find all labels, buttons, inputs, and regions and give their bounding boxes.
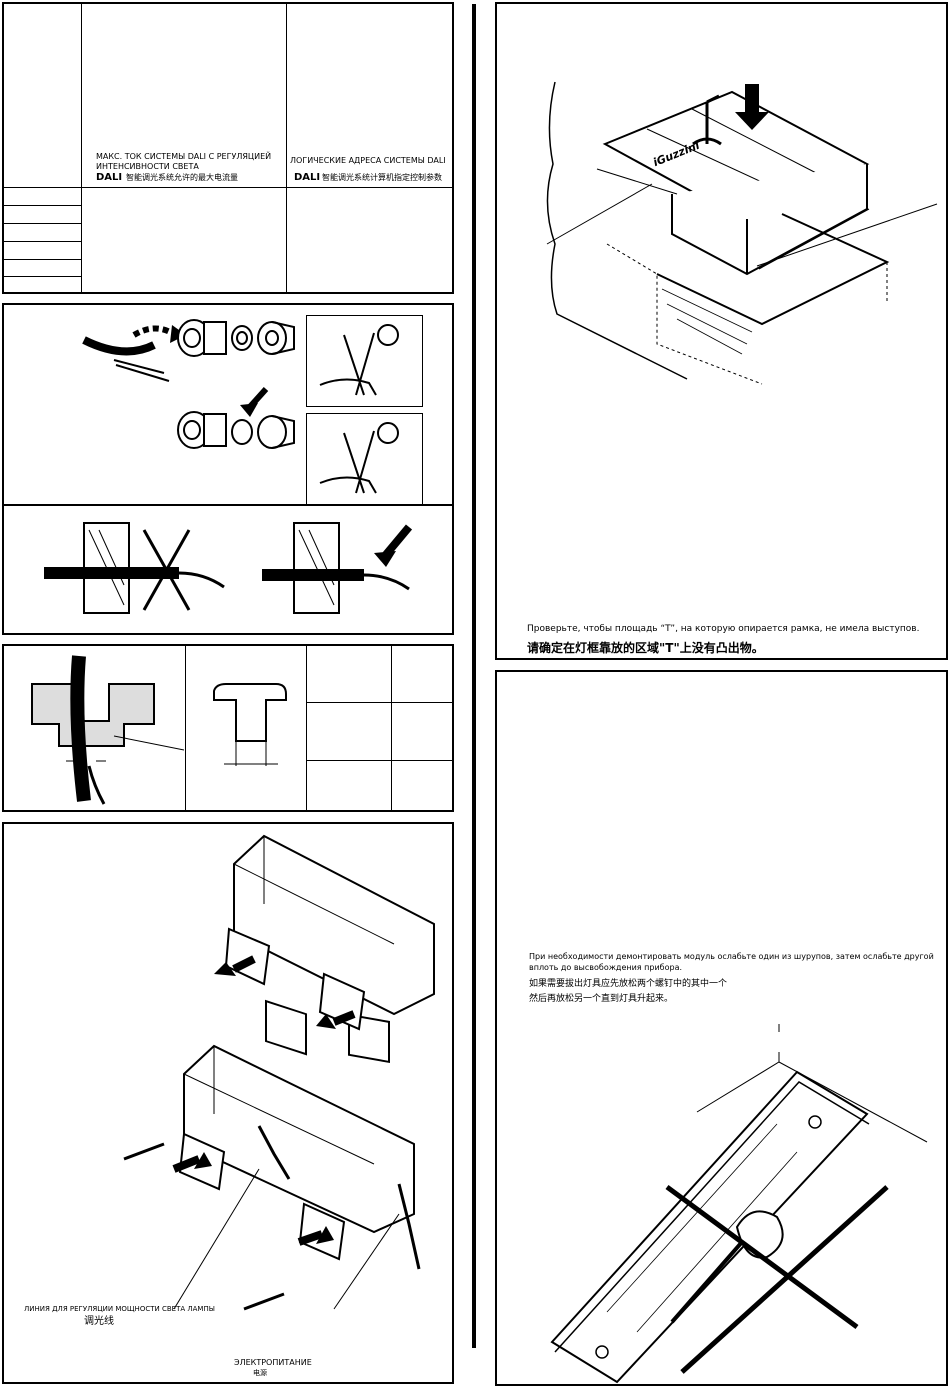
panel-row-divider xyxy=(306,702,454,703)
max-current-heading-ru: МАКС. ТОК СИСТЕМЫ DALI С РЕГУЛЯЦИЕЙ ИНТЕ… xyxy=(96,152,272,171)
removal-note-cn-2: 然后再放松另一个直到灯具升起来。 xyxy=(529,994,674,1004)
module-removal-illustration xyxy=(550,1024,928,1384)
cutter-inset-2 xyxy=(306,413,423,505)
dimming-line-label-ru: ЛИНИЯ ДЛЯ РЕГУЛЯЦИИ МОЩНОСТИ СВЕТА ЛАМПЫ xyxy=(24,1305,215,1313)
max-current-dali: DALI xyxy=(96,172,123,183)
table-subrow xyxy=(4,276,81,277)
logical-addresses-heading-ru: ЛОГИЧЕСКИЕ АДРЕСА СИСТЕМЫ DALI xyxy=(290,156,446,165)
table-subrow xyxy=(4,205,81,206)
power-supply-label-ru: ЭЛЕКТРОПИТАНИЕ xyxy=(234,1358,312,1367)
cable-gland-illustration xyxy=(44,319,413,614)
logical-addresses-heading-cn: 智能调光系统计算机指定控制参数 xyxy=(322,173,442,182)
dimming-line-label-cn: 调光线 xyxy=(84,1316,114,1327)
check-area-note-ru: Проверьте, чтобы площадь “T”, на которую… xyxy=(527,624,920,634)
gland-section-panel xyxy=(2,644,454,812)
removal-note-cn-1: 如果需要拔出灯具应先放松两个螺钉中的其中一个 xyxy=(529,979,728,989)
table-col-divider-2 xyxy=(286,4,287,294)
check-area-note-cn: 请确定在灯框靠放的区域"T"上没有凸出物。 xyxy=(527,641,764,655)
logical-addresses-dali: DALI xyxy=(294,172,321,183)
cable-gland-panel xyxy=(2,303,454,635)
frame-installation-panel: iGuzzini Проверьте, чтобы площадь “T”, н… xyxy=(495,2,948,660)
gland-section-illustration xyxy=(31,655,287,805)
module-wiring-illustration xyxy=(123,834,435,1311)
page-divider xyxy=(472,4,476,1348)
panel-col-divider xyxy=(391,646,392,812)
dali-specs-table: МАКС. ТОК СИСТЕМЫ DALI С РЕГУЛЯЦИЕЙ ИНТЕ… xyxy=(2,2,454,294)
panel-col-divider xyxy=(185,646,186,812)
panel-divider xyxy=(4,504,454,506)
table-subrow xyxy=(4,223,81,224)
wiring-panel: ЛИНИЯ ДЛЯ РЕГУЛЯЦИИ МОЩНОСТИ СВЕТА ЛАМПЫ… xyxy=(2,822,454,1384)
panel-col-divider xyxy=(306,646,307,812)
cutter-inset-1 xyxy=(306,315,423,407)
removal-note-ru-2: вплоть до высвобождения прибора. xyxy=(529,963,683,972)
removal-note-ru-1: При необходимости демонтировать модуль о… xyxy=(529,952,934,961)
max-current-heading-cn: 智能调光系统允许的最大电流量 xyxy=(126,173,238,182)
table-subrow xyxy=(4,259,81,260)
table-col-divider-1 xyxy=(81,4,82,294)
panel-row-divider xyxy=(306,760,454,761)
power-supply-label-cn: 电源 xyxy=(253,1369,267,1377)
module-removal-panel: При необходимости демонтировать модуль о… xyxy=(495,670,948,1386)
frame-installation-illustration xyxy=(546,81,938,385)
table-subrow xyxy=(4,241,81,242)
table-row-divider xyxy=(4,187,454,188)
